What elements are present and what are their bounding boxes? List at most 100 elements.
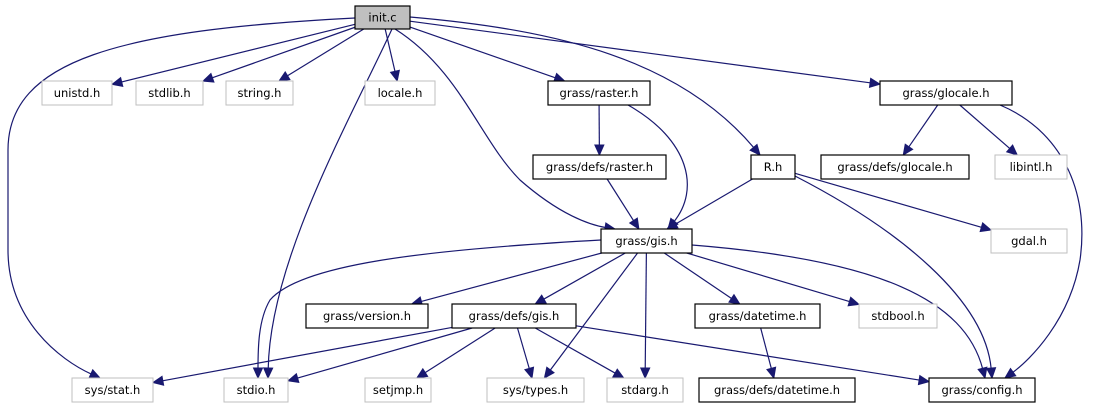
node-label: stdio.h <box>237 383 276 397</box>
node-label: grass/glocale.h <box>902 86 989 100</box>
edge-line <box>161 326 453 382</box>
edge-grass_defs_raster_h-to-grass_gis_h <box>606 178 640 231</box>
node-stdbool-h: stdbool.h <box>858 303 938 329</box>
arrowhead-icon <box>917 374 931 386</box>
edge-grass_gis_h-to-stdbool_h <box>686 252 861 307</box>
node-label: stdlib.h <box>148 86 190 100</box>
edge-line <box>267 28 393 370</box>
node-unistd-h: unistd.h <box>41 80 113 106</box>
edge-init_c-to-grass_gis_h <box>394 28 617 233</box>
arrowhead-icon <box>847 296 861 307</box>
node-grass-glocale-h[interactable]: grass/glocale.h <box>879 80 1013 106</box>
arrowhead-icon <box>1005 144 1019 156</box>
edge-line <box>686 252 851 303</box>
node-label: grass/raster.h <box>560 86 639 100</box>
edge-grass_defs_gis_h-to-sys_stat_h <box>151 326 453 386</box>
edge-line <box>296 327 473 379</box>
edge-grass_gis_h-to-stdarg_h <box>639 252 651 380</box>
edge-grass_glocale_h-to-grass_defs_glocale_h <box>902 104 939 157</box>
edge-line <box>394 28 607 229</box>
arrowhead-icon <box>985 367 997 380</box>
node-box <box>606 377 684 403</box>
edge-line <box>542 252 626 301</box>
node-label: grass/version.h <box>323 309 411 323</box>
arrowhead-icon <box>977 366 988 380</box>
edge-grass_defs_gis_h-to-setjmp_h <box>415 327 496 379</box>
edge-line <box>663 252 733 300</box>
node-grass-defs-raster-h[interactable]: grass/defs/raster.h <box>532 154 667 180</box>
node-grass-raster-h[interactable]: grass/raster.h <box>547 80 651 106</box>
edge-line <box>516 327 531 370</box>
node-R-h[interactable]: R.h <box>750 154 796 180</box>
node-box <box>698 377 856 403</box>
node-label: setjmp.h <box>373 383 423 397</box>
edge-line <box>760 327 773 370</box>
node-grass-defs-datetime-h[interactable]: grass/defs/datetime.h <box>698 377 856 403</box>
node-label: grass/defs/datetime.h <box>714 383 840 397</box>
edge-line <box>7 17 356 375</box>
edge-grass_glocale_h-to-libintl_h <box>959 104 1019 156</box>
node-sys-types-h: sys/types.h <box>486 377 585 403</box>
node-box <box>486 377 585 403</box>
arrowhead-icon <box>868 77 882 88</box>
node-sys-stat-h: sys/stat.h <box>71 377 154 403</box>
edge-grass_raster_h-to-grass_defs_raster_h <box>594 104 605 157</box>
edge-grass_gis_h-to-grass_defs_gis_h <box>534 252 626 305</box>
edge-grass_gis_h-to-sys_types_h <box>543 252 639 379</box>
node-box <box>858 303 938 329</box>
node-grass-datetime-h[interactable]: grass/datetime.h <box>694 303 821 329</box>
edge-R_h-to-grass_gis_h <box>665 178 753 230</box>
edge-init_c-to-grass_glocale_h <box>409 20 882 88</box>
edge-init_c-to-stdio_h <box>262 28 393 380</box>
edge-line <box>691 244 984 370</box>
node-grass-version-h[interactable]: grass/version.h <box>305 303 429 329</box>
node-label: libintl.h <box>1010 160 1053 174</box>
node-stdio-h: stdio.h <box>223 377 289 403</box>
node-box <box>364 80 436 106</box>
node-label: gdal.h <box>1011 234 1047 248</box>
edge-line <box>575 325 921 381</box>
node-label: R.h <box>764 160 783 174</box>
node-box <box>990 228 1068 254</box>
edge-line <box>257 239 602 370</box>
node-init-c: init.c <box>354 5 411 30</box>
edge-line <box>534 327 617 375</box>
node-gdal-h: gdal.h <box>990 228 1068 254</box>
node-box <box>600 228 693 254</box>
node-stdlib-h: stdlib.h <box>135 80 204 106</box>
edge-line <box>120 23 356 83</box>
edge-line <box>409 26 557 79</box>
edge-line <box>674 178 753 225</box>
node-box <box>532 154 667 180</box>
node-grass-config-h[interactable]: grass/config.h <box>928 377 1036 403</box>
node-label: locale.h <box>378 86 423 100</box>
arrowhead-icon <box>252 367 264 380</box>
node-box <box>820 154 970 180</box>
edge-init_c-to-unistd_h <box>110 23 356 87</box>
node-box <box>994 154 1068 180</box>
node-grass-defs-glocale-h[interactable]: grass/defs/glocale.h <box>820 154 970 180</box>
edges-layer <box>7 16 1083 386</box>
arrowhead-icon <box>766 366 777 380</box>
edge-R_h-to-grass_config_h <box>794 175 997 380</box>
edge-line <box>549 252 639 372</box>
arrowhead-icon <box>665 219 679 230</box>
edge-grass_gis_h-to-grass_config_h <box>691 244 988 380</box>
edge-grass_gis_h-to-grass_version_h <box>410 252 602 307</box>
node-box <box>354 5 411 30</box>
node-box <box>305 303 429 329</box>
edge-line <box>627 104 688 223</box>
node-box <box>879 80 1013 106</box>
node-box <box>135 80 204 106</box>
arrowhead-icon <box>749 143 761 156</box>
arrowhead-icon <box>534 294 547 305</box>
edge-grass_datetime_h-to-grass_defs_datetime_h <box>760 327 777 380</box>
arrowhead-icon <box>110 76 124 87</box>
arrowhead-icon <box>902 143 914 157</box>
node-label: init.c <box>368 11 396 25</box>
node-grass-defs-gis-h[interactable]: grass/defs/gis.h <box>451 303 577 329</box>
node-label: grass/datetime.h <box>709 309 807 323</box>
node-grass-gis-h[interactable]: grass/gis.h <box>600 228 693 254</box>
edge-init_c-to-locale_h <box>384 28 400 83</box>
